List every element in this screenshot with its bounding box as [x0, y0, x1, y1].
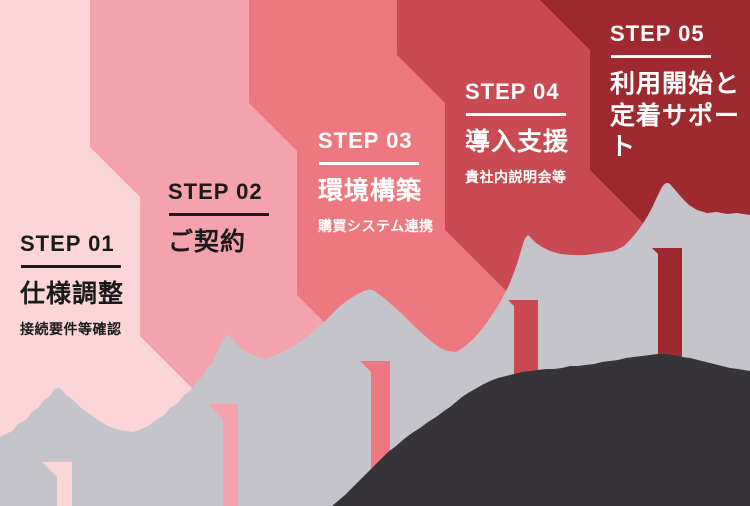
ribbon-tail-step1 — [42, 462, 72, 506]
step-block-3: STEP 03 環境構築 購買システム連携 — [318, 130, 434, 236]
step-subtitle: 接続要件等確認 — [20, 320, 122, 337]
step-label: STEP 04 — [465, 79, 560, 104]
step-title: 環境構築 — [318, 177, 423, 205]
step-underline — [611, 55, 711, 58]
step-label: STEP 01 — [20, 231, 115, 256]
mountain-front — [332, 354, 750, 506]
step-subtitle: 購買システム連携 — [318, 217, 434, 234]
step-block-4: STEP 04 導入支援 貴社内説明会等 — [465, 81, 569, 187]
step-title: 仕様調整 — [20, 280, 125, 308]
step-block-1: STEP 01 仕様調整 接続要件等確認 — [20, 233, 124, 339]
step-underline — [466, 113, 566, 116]
step-label: STEP 03 — [318, 128, 413, 153]
step-block-5: STEP 05 利用開始と 定着サポート — [610, 23, 750, 164]
step-underline — [319, 162, 419, 165]
ribbon-tail-step2 — [208, 404, 238, 506]
step-label: STEP 05 — [610, 21, 705, 46]
step-label: STEP 02 — [168, 179, 263, 204]
step-subtitle: 貴社内説明会等 — [465, 168, 567, 185]
step-underline — [21, 265, 121, 268]
step-title: 利用開始と 定着サポート — [610, 70, 741, 161]
step-title: 導入支援 — [465, 128, 570, 156]
step-underline — [169, 213, 269, 216]
step-title: ご契約 — [168, 228, 247, 256]
step-block-2: STEP 02 ご契約 — [168, 181, 269, 259]
